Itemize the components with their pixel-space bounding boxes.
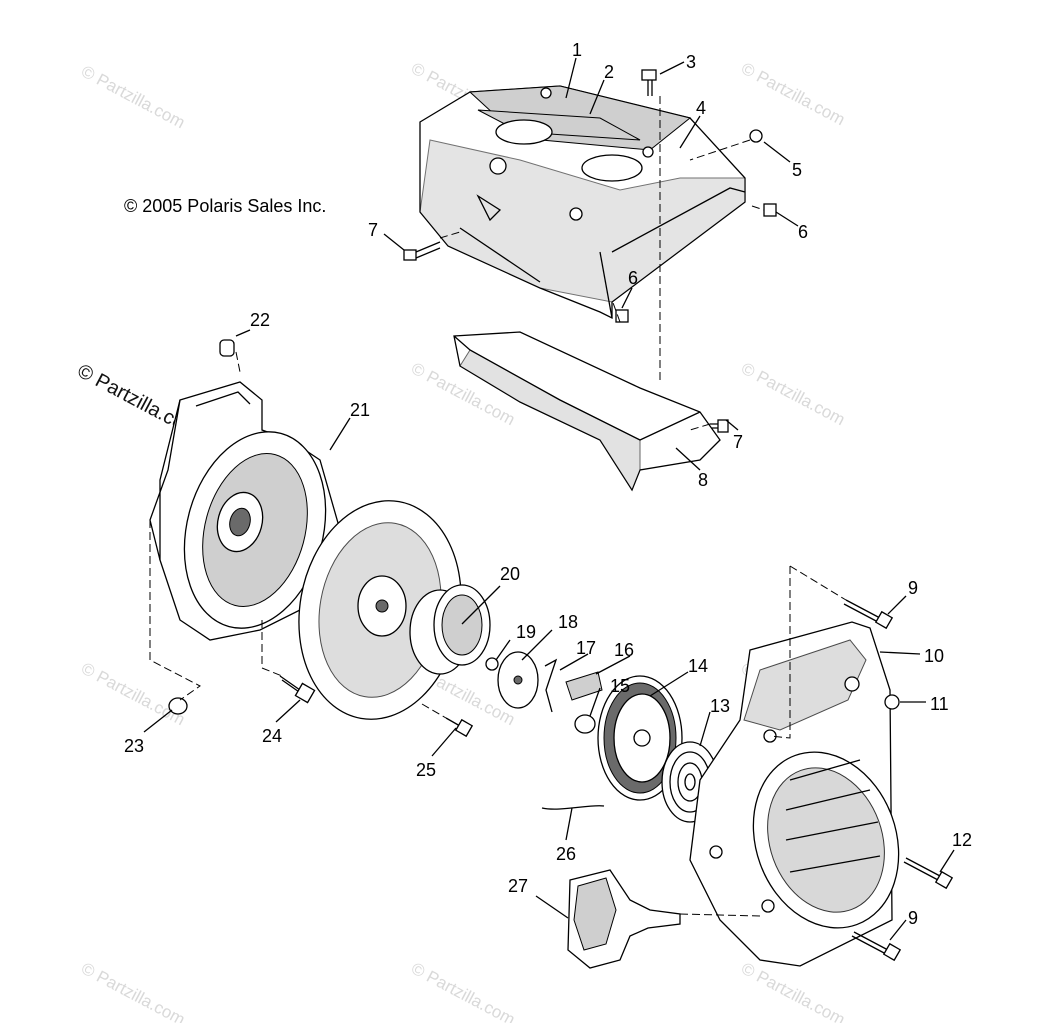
callout-label: 8: [698, 470, 708, 490]
grommet-6: [763, 203, 777, 217]
watermark: © Partzilla.com: [738, 959, 848, 1023]
watermark: © Partzilla.com: [738, 59, 848, 130]
callout-label: 14: [688, 656, 708, 676]
recoil-housing-10: [689, 621, 900, 967]
handle-27: [567, 869, 681, 969]
assembly-lines: [149, 96, 847, 917]
bolt-9: [851, 931, 902, 962]
washer-18: [497, 651, 539, 709]
screw-7: [403, 241, 441, 261]
callout-label: 12: [952, 830, 972, 850]
watermark: © Partzilla.com: [738, 359, 848, 430]
callout-label: 9: [908, 578, 918, 598]
nut-11: [884, 694, 900, 710]
bolt-24: [279, 675, 316, 704]
callout-label: 20: [500, 564, 520, 584]
callout-label: 4: [696, 98, 706, 118]
rope-26: [541, 805, 605, 810]
watermark: © Partzilla.com: [408, 959, 518, 1023]
callout-label: 24: [262, 726, 282, 746]
callout-label: 17: [576, 638, 596, 658]
bolt-25: [445, 717, 474, 738]
pulley-14: [597, 675, 683, 801]
callout-label: 26: [556, 844, 576, 864]
nut-19: [485, 657, 499, 671]
callout-label: 6: [628, 268, 638, 288]
watermark: © Partzilla.com: [78, 62, 188, 133]
oring-23: [168, 697, 188, 715]
pawl-16: [565, 671, 603, 701]
spring-17: [544, 658, 558, 713]
top-cover-part: [419, 85, 746, 320]
callout-label: 7: [368, 220, 378, 240]
watermark: © Partzilla.com: [78, 959, 188, 1023]
callout-label: 11: [930, 694, 949, 714]
housing-part-21: [149, 381, 341, 641]
callout-label: 16: [614, 640, 634, 660]
callout-label: 21: [350, 400, 370, 420]
callout-label: 13: [710, 696, 730, 716]
callout-label: 10: [924, 646, 944, 666]
callout-label: 3: [686, 52, 696, 72]
copyright-text: © 2005 Polaris Sales Inc.: [124, 196, 326, 216]
callout-label: 18: [558, 612, 578, 632]
callout-label: 25: [416, 760, 436, 780]
callout-labels: 1 2 3 4 5 6 6 7 7 8 9 9 10 11 12 13 14 1…: [124, 40, 972, 928]
callout-label: 15: [610, 676, 630, 696]
callout-label: 6: [798, 222, 808, 242]
callout-label: 19: [516, 622, 536, 642]
watermark: © Partzilla.com: [78, 659, 188, 730]
leader-lines: [143, 57, 955, 941]
callout-label: 2: [604, 62, 614, 82]
nut-5: [749, 129, 763, 143]
callout-label: 5: [792, 160, 802, 180]
callout-label: 1: [572, 40, 582, 60]
pin-22: [219, 339, 235, 357]
callout-label: 27: [508, 876, 528, 896]
duct-part-8: [453, 331, 721, 492]
bolt-12: [903, 857, 954, 890]
callout-label: 9: [908, 908, 918, 928]
bolt-9: [843, 599, 894, 630]
ring-15: [574, 714, 596, 734]
bolt-3: [641, 69, 657, 96]
callout-label: 7: [733, 432, 743, 452]
callout-label: 23: [124, 736, 144, 756]
callout-label: 22: [250, 310, 270, 330]
starter-cup-20: [409, 584, 491, 675]
